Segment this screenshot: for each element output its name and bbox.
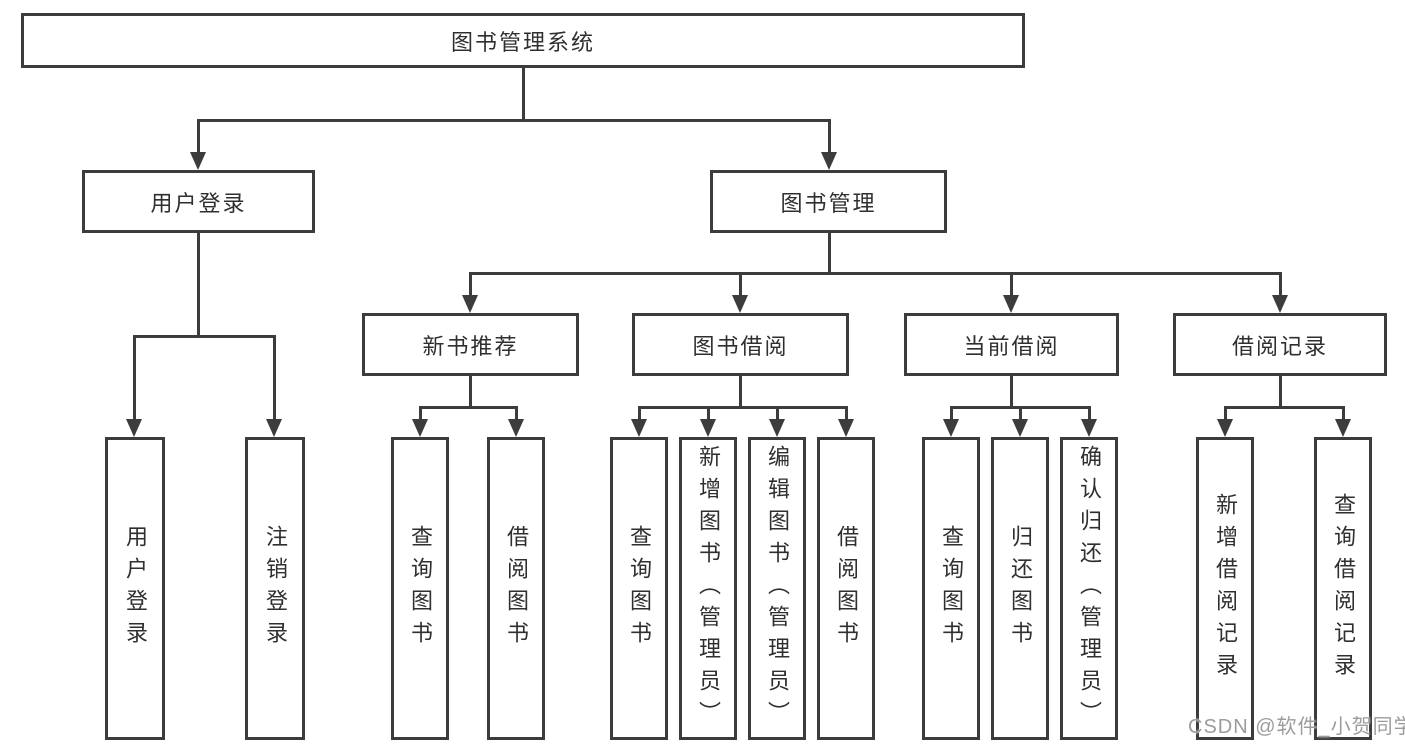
edge-line	[1279, 376, 1282, 406]
leaf-user-login: 用户登录	[105, 437, 165, 740]
arrowhead-icon	[190, 152, 206, 170]
node-book-management: 图书管理	[710, 170, 947, 233]
leaf-borrowing-borrow-books: 借阅图书	[817, 437, 875, 740]
edge-line	[707, 406, 710, 419]
edge-line	[522, 68, 525, 119]
arrowhead-icon	[732, 295, 748, 313]
edge-line	[469, 376, 472, 406]
arrowhead-icon	[821, 152, 837, 170]
arrowhead-icon	[508, 419, 524, 437]
arrowhead-icon	[126, 419, 142, 437]
edge-line	[469, 272, 1281, 275]
leaf-logout: 注销登录	[245, 437, 305, 740]
edge-line	[828, 233, 831, 272]
node-library-management-system: 图书管理系统	[21, 13, 1025, 68]
csdn-watermark: CSDN @软件_小贺同学	[1188, 716, 1405, 738]
node-new-book-recommend: 新书推荐	[362, 313, 579, 376]
leaf-current-confirm-return-admin: 确认归还（管理员）	[1060, 437, 1118, 740]
arrowhead-icon	[838, 419, 854, 437]
edge-line	[1342, 406, 1345, 419]
edge-line	[1010, 376, 1013, 406]
arrowhead-icon	[1081, 419, 1097, 437]
edge-line	[828, 119, 831, 152]
arrowhead-icon	[1217, 419, 1233, 437]
edge-line	[197, 119, 200, 152]
edge-line	[638, 406, 847, 409]
node-current-borrowing: 当前借阅	[904, 313, 1119, 376]
edge-line	[1224, 406, 1227, 419]
edge-line	[419, 406, 518, 409]
edge-line	[739, 376, 742, 406]
edge-line	[1019, 406, 1022, 419]
leaf-borrowing-edit-books-admin: 编辑图书（管理员）	[748, 437, 806, 740]
edge-line	[469, 272, 472, 295]
edge-line	[197, 233, 200, 335]
arrowhead-icon	[1003, 295, 1019, 313]
node-borrowing-records: 借阅记录	[1173, 313, 1387, 376]
edge-line	[739, 272, 742, 295]
leaf-recommend-borrow-books: 借阅图书	[487, 437, 545, 740]
leaf-recommend-query-books: 查询图书	[391, 437, 449, 740]
node-user-login: 用户登录	[82, 170, 315, 233]
edge-line	[133, 335, 136, 419]
arrowhead-icon	[266, 419, 282, 437]
leaf-current-return-books: 归还图书	[991, 437, 1049, 740]
edge-line	[950, 406, 953, 419]
arrowhead-icon	[943, 419, 959, 437]
leaf-borrowing-query-books: 查询图书	[610, 437, 668, 740]
arrowhead-icon	[769, 419, 785, 437]
edge-line	[273, 335, 276, 419]
edge-line	[776, 406, 779, 419]
leaf-borrowing-add-books-admin: 新增图书（管理员）	[679, 437, 737, 740]
arrowhead-icon	[1335, 419, 1351, 437]
edge-line	[1224, 406, 1344, 409]
leaf-records-add-borrow-record: 新增借阅记录	[1196, 437, 1254, 740]
arrowhead-icon	[1012, 419, 1028, 437]
edge-line	[638, 406, 641, 419]
arrowhead-icon	[462, 295, 478, 313]
edge-line	[197, 119, 831, 122]
arrowhead-icon	[631, 419, 647, 437]
edge-line	[845, 406, 848, 419]
leaf-records-query-borrow-record: 查询借阅记录	[1314, 437, 1372, 740]
edge-line	[133, 335, 276, 338]
arrowhead-icon	[700, 419, 716, 437]
edge-line	[1010, 272, 1013, 295]
node-book-borrowing: 图书借阅	[632, 313, 849, 376]
edge-line	[1279, 272, 1282, 295]
arrowhead-icon	[1272, 295, 1288, 313]
arrowhead-icon	[412, 419, 428, 437]
edge-line	[419, 406, 422, 419]
edge-line	[1088, 406, 1091, 419]
leaf-current-query-books: 查询图书	[922, 437, 980, 740]
edge-line	[515, 406, 518, 419]
